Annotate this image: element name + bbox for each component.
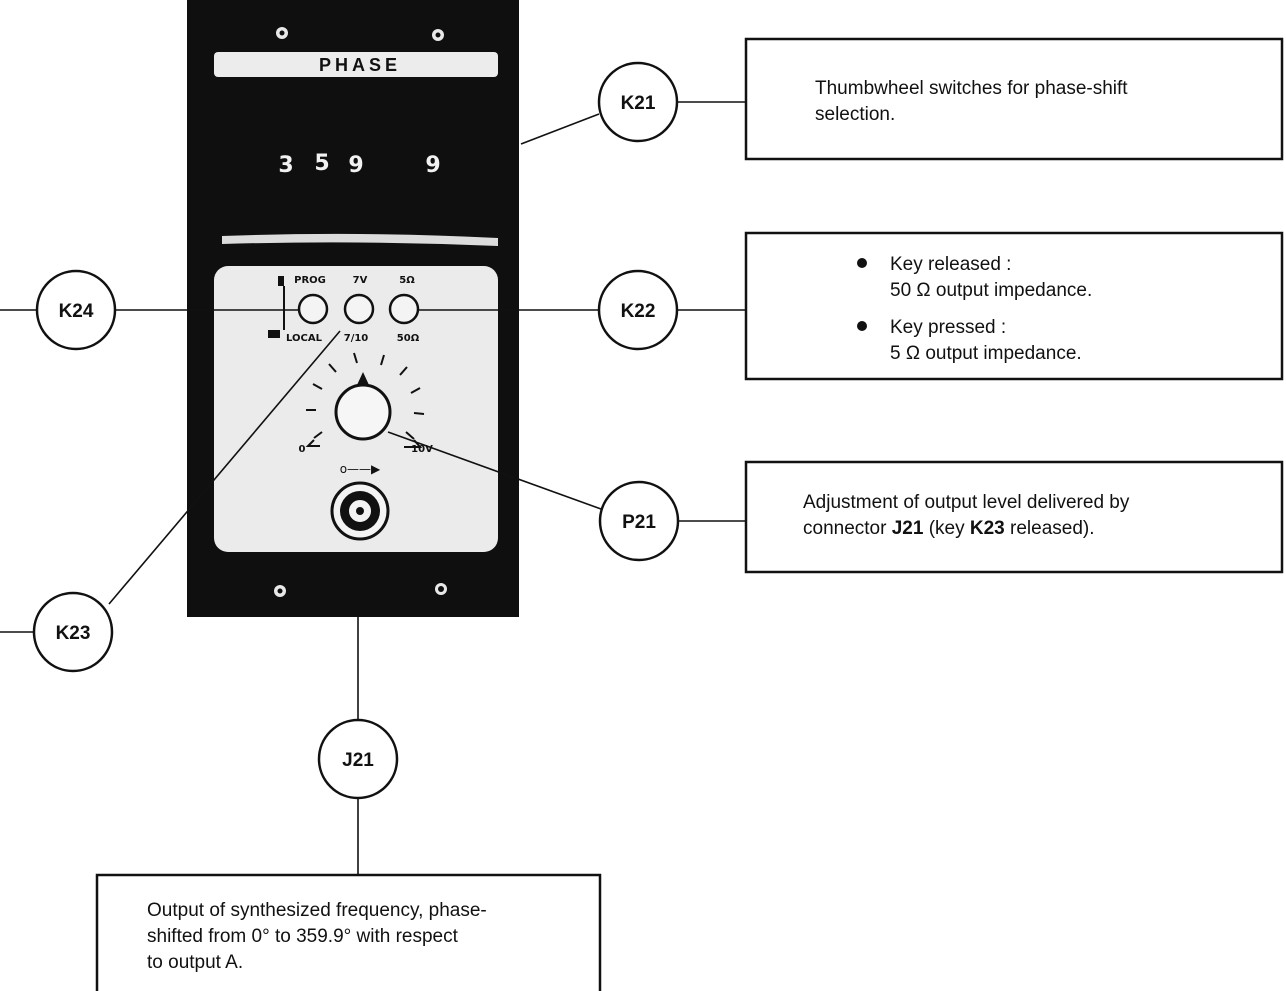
k23-leader [108, 330, 341, 605]
svg-text:K23: K23 [56, 623, 91, 644]
7v-key[interactable] [343, 293, 375, 325]
svg-text:5 Ω output impedance.: 5 Ω output impedance. [890, 343, 1082, 364]
output-arrow-icon: o——▶ [340, 462, 381, 476]
k22-marker: K22 [597, 269, 679, 351]
svg-text:Thumbwheel switches for phase-: Thumbwheel switches for phase-shift [815, 78, 1128, 99]
svg-text:Key pressed :: Key pressed : [890, 317, 1006, 338]
svg-text:P21: P21 [622, 512, 656, 533]
level-knob[interactable] [334, 383, 392, 441]
svg-text:J21: J21 [342, 750, 374, 771]
lock-switch-bottom [268, 330, 280, 338]
j21-marker: J21 [317, 718, 399, 800]
p21-leader [387, 431, 602, 510]
level-knob-pointer [357, 372, 369, 385]
thumbwheel-digit-2[interactable]: 5 [314, 151, 329, 176]
svg-text:K24: K24 [59, 301, 94, 322]
thumbwheel-digit-4[interactable]: 9 [425, 153, 440, 178]
svg-text:connector J21 (key K23 release: connector J21 (key K23 released). [803, 518, 1095, 539]
svg-text:50 Ω output impedance.: 50 Ω output impedance. [890, 280, 1092, 301]
dial-max-label: 10V [411, 444, 433, 455]
thumbwheel-digit-3[interactable]: 9 [348, 153, 363, 178]
svg-text:selection.: selection. [815, 104, 895, 125]
thumbwheel-window-lip [222, 233, 498, 246]
k22-callout: Key released : 50 Ω output impedance. Ke… [744, 231, 1284, 381]
j21-callout: Output of synthesized frequency, phase- … [95, 873, 602, 991]
svg-text:K22: K22 [621, 301, 656, 322]
leader-lines [0, 101, 746, 875]
bottom-right-screw [435, 583, 447, 595]
top-right-screw [432, 29, 444, 41]
prog-key[interactable] [297, 293, 329, 325]
k23-marker: K23 [32, 591, 114, 673]
p21-marker: P21 [598, 480, 680, 562]
svg-text:to output A.: to output A. [147, 952, 243, 973]
7-10-label: 7/10 [344, 333, 369, 344]
bullet-icon [857, 321, 867, 331]
svg-text:K21: K21 [621, 93, 656, 114]
lock-switch-top [278, 276, 284, 286]
thumbwheel-digit-1[interactable]: 3 [278, 153, 293, 178]
k24-marker: K24 [35, 269, 117, 351]
50ohm-label: 50Ω [397, 333, 420, 344]
svg-text:Key released :: Key released : [890, 254, 1011, 275]
dial-min-label: 0 [299, 444, 306, 455]
phase-title-strip [214, 52, 498, 77]
prog-label: PROG [294, 275, 326, 286]
7v-label: 7V [353, 275, 368, 286]
p21-callout: Adjustment of output level delivered by … [744, 460, 1284, 574]
phase-title: PHASE [319, 55, 401, 75]
j21-bnc-connector[interactable] [330, 481, 390, 541]
top-left-screw [276, 27, 288, 39]
local-label: LOCAL [286, 333, 323, 344]
bullet-icon [857, 258, 867, 268]
bottom-left-screw [274, 585, 286, 597]
k21-leader [520, 113, 600, 145]
svg-text:Output of synthesized frequenc: Output of synthesized frequency, phase- [147, 900, 487, 921]
svg-text:shifted from 0° to 359.9° with: shifted from 0° to 359.9° with respect [147, 926, 459, 947]
5ohm-label: 5Ω [399, 275, 415, 286]
dial-scale-ticks [306, 352, 425, 440]
svg-text:Adjustment of output level del: Adjustment of output level delivered by [803, 492, 1130, 513]
k21-callout: Thumbwheel switches for phase-shift sele… [744, 37, 1284, 161]
5ohm-key[interactable] [388, 293, 420, 325]
k21-marker: K21 [597, 61, 679, 143]
